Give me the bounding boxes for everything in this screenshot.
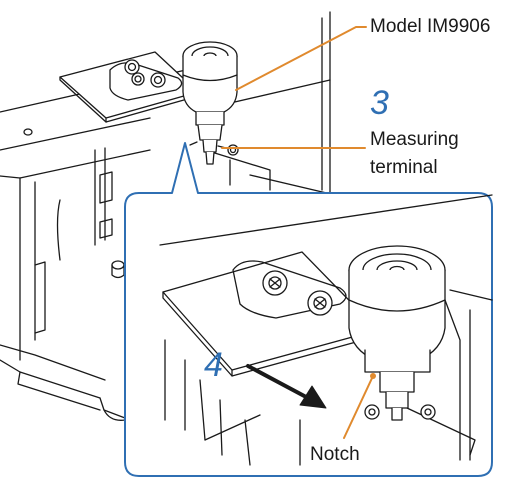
model-callout-line bbox=[235, 26, 367, 91]
step-number-4: 4 bbox=[204, 346, 223, 384]
notch-label: Notch bbox=[310, 444, 360, 465]
measuring-terminal-label-line1: Measuring bbox=[370, 129, 459, 150]
push-direction-arrow bbox=[246, 364, 327, 409]
probe-im9906-main bbox=[182, 41, 239, 165]
detail-housing bbox=[159, 194, 493, 466]
mounting-plate-main bbox=[59, 51, 199, 123]
notch-callout-line bbox=[343, 375, 374, 439]
mounting-plate-detail bbox=[162, 251, 379, 377]
step-number-3: 3 bbox=[370, 84, 389, 122]
probe-im9906-detail bbox=[348, 245, 446, 421]
instrument-body bbox=[0, 11, 336, 421]
notch-marker-dot bbox=[370, 373, 376, 379]
model-label: Model IM9906 bbox=[370, 16, 491, 37]
measuring-terminal-label-line2: terminal bbox=[370, 157, 438, 178]
